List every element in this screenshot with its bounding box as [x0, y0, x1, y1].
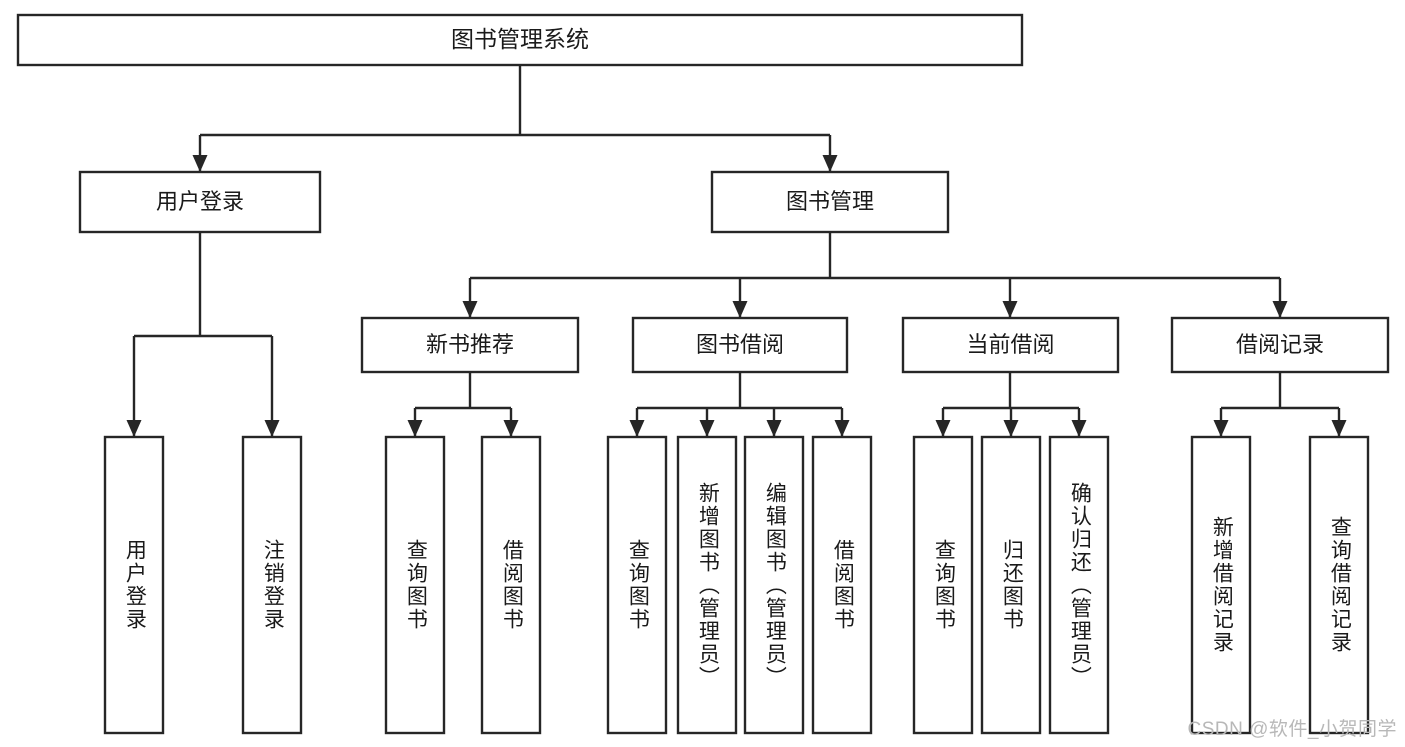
arrow-head: [462, 301, 478, 318]
node-leaf-7[interactable]: [811, 435, 873, 735]
arrow-head: [1272, 301, 1288, 318]
node-leaf-12[interactable]: [1308, 435, 1370, 735]
arrow-head: [935, 420, 951, 437]
arrow-head: [407, 420, 423, 437]
node-root-label: 图书管理系统: [451, 26, 589, 52]
connectors-layer: [126, 65, 1347, 437]
node-level3-0[interactable]: [360, 316, 580, 374]
node-leaf-2[interactable]: [384, 435, 446, 735]
arrow-head: [834, 420, 850, 437]
arrow-head: [629, 420, 645, 437]
arrow-head: [1002, 301, 1018, 318]
node-leaf-1[interactable]: [241, 435, 303, 735]
node-leaf-3[interactable]: [480, 435, 542, 735]
node-leaf-5[interactable]: [676, 435, 738, 735]
node-root[interactable]: [16, 13, 1024, 67]
arrow-head: [126, 420, 142, 437]
node-leaf-9[interactable]: [980, 435, 1042, 735]
arrow-head: [264, 420, 280, 437]
node-leaf-6[interactable]: [743, 435, 805, 735]
arrow-head: [1331, 420, 1347, 437]
node-leaf-11[interactable]: [1190, 435, 1252, 735]
arrow-head: [1213, 420, 1229, 437]
watermark-text: CSDN @软件_小贺同学: [1187, 719, 1397, 740]
arrow-head: [822, 155, 838, 172]
arrow-head: [1071, 420, 1087, 437]
boxes-layer: [16, 13, 1390, 735]
arrow-head: [192, 155, 208, 172]
node-leaf-10[interactable]: [1048, 435, 1110, 735]
node-level3-label-3: 借阅记录: [1236, 332, 1324, 357]
node-level2-label-0: 用户登录: [156, 189, 244, 214]
arrow-head: [503, 420, 519, 437]
node-leaf-8[interactable]: [912, 435, 974, 735]
arrow-head: [732, 301, 748, 318]
arrow-head: [766, 420, 782, 437]
node-level2-0[interactable]: [78, 170, 322, 234]
node-leaf-4[interactable]: [606, 435, 668, 735]
arrow-head: [1003, 420, 1019, 437]
node-level2-1[interactable]: [710, 170, 950, 234]
node-level2-label-1: 图书管理: [786, 189, 874, 214]
node-level3-1[interactable]: [631, 316, 849, 374]
arrow-head: [699, 420, 715, 437]
node-level3-label-2: 当前借阅: [966, 332, 1054, 357]
node-level3-3[interactable]: [1170, 316, 1390, 374]
node-level3-label-1: 图书借阅: [696, 332, 784, 357]
node-leaf-0[interactable]: [103, 435, 165, 735]
node-level3-2[interactable]: [901, 316, 1120, 374]
node-level3-label-0: 新书推荐: [426, 332, 514, 357]
